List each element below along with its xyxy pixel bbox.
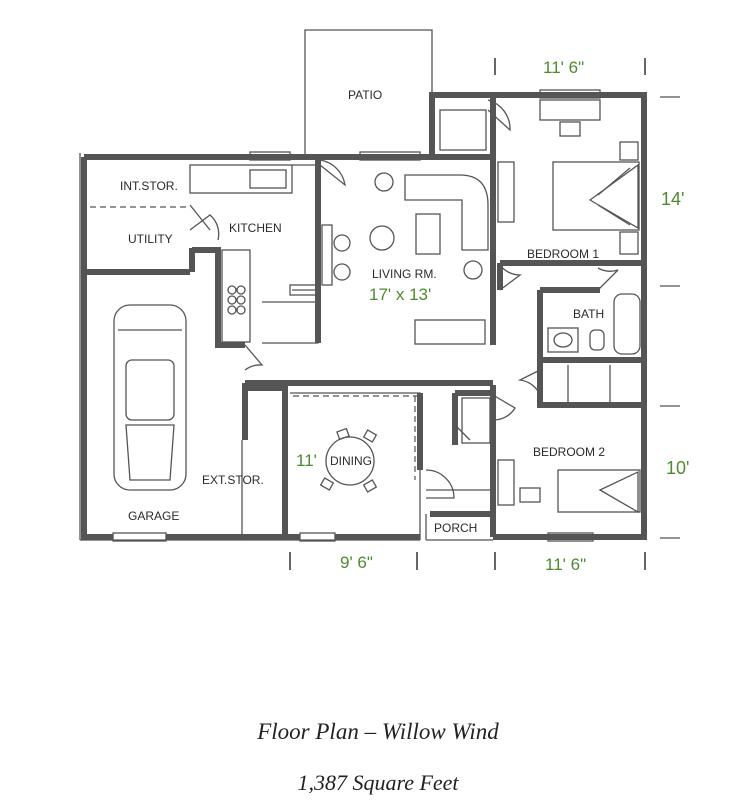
dimensions: 11' 6" 14' 11' 10' 9' 6" 11' 6" — [289, 58, 689, 574]
ext-stor-label: EXT.STOR. — [202, 473, 264, 487]
porch-label: PORCH — [434, 521, 477, 535]
bed2-depth-dimension: 10' — [666, 458, 689, 478]
bedroom1-label: BEDROOM 1 — [527, 247, 599, 261]
bedroom1-furniture — [439, 99, 640, 255]
living-furniture — [321, 172, 489, 345]
bath-fixtures — [547, 293, 641, 355]
bath-label: BATH — [573, 307, 604, 321]
patio: PATIO — [304, 29, 433, 158]
interior-walls — [84, 95, 644, 540]
bed1-width-dimension: 11' 6" — [543, 58, 584, 77]
dining-width-dimension: 9' 6" — [340, 553, 373, 572]
dining-depth-dimension: 11' — [296, 451, 317, 470]
plan-title: Floor Plan – Willow Wind — [257, 719, 499, 744]
utility-label: UTILITY — [128, 232, 173, 246]
bedroom2-furniture — [497, 459, 641, 514]
int-stor-label: INT.STOR. — [120, 179, 178, 193]
dining-table — [319, 427, 378, 493]
windows — [112, 89, 601, 542]
bed2-width-dimension: 11' 6" — [545, 555, 586, 574]
garage-label: GARAGE — [128, 509, 179, 523]
living-size-label: 17' x 13' — [369, 285, 431, 304]
bedroom2-label: BEDROOM 2 — [533, 445, 605, 459]
kitchen-label: KITCHEN — [229, 221, 282, 235]
square-footage: 1,387 Square Feet — [297, 770, 459, 795]
doors — [189, 99, 619, 499]
floor-plan-drawing: PATIO — [79, 29, 689, 574]
patio-label: PATIO — [348, 88, 382, 102]
kitchen-fixtures — [227, 169, 287, 315]
dining-label: DINING — [330, 454, 372, 468]
bed1-depth-dimension: 14' — [661, 189, 684, 209]
room-labels: INT.STOR. UTILITY KITCHEN LIVING RM. 17'… — [120, 179, 605, 535]
garage-car — [113, 304, 187, 491]
living-label: LIVING RM. — [372, 267, 437, 281]
